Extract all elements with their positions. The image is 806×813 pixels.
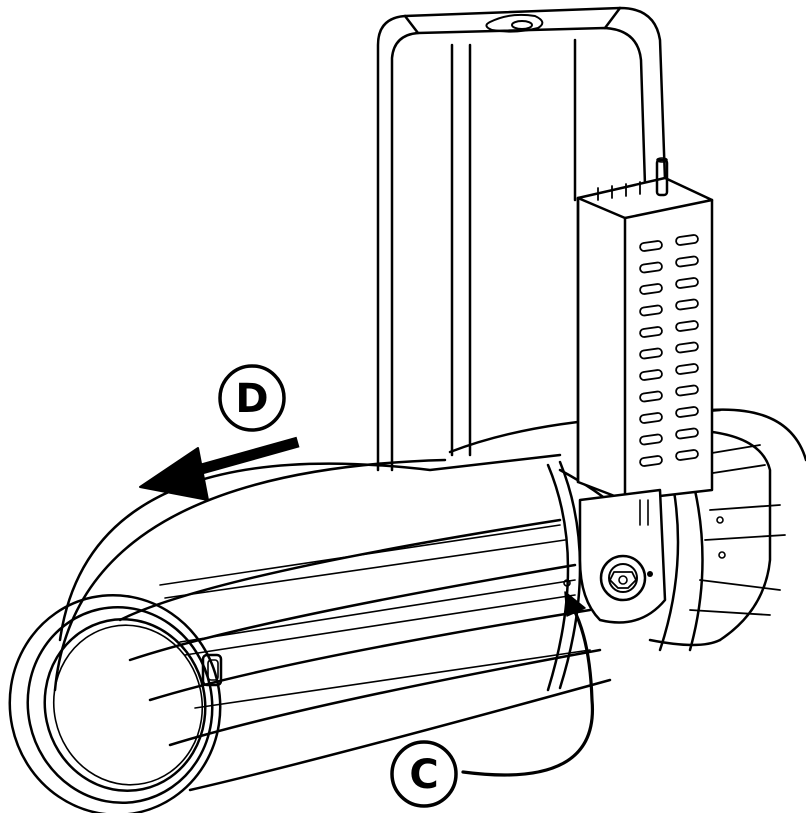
vent-slot bbox=[639, 412, 663, 424]
vent-slot bbox=[675, 255, 699, 268]
vent-slot bbox=[675, 234, 699, 246]
vent-slot bbox=[639, 261, 663, 274]
front-lens bbox=[8, 593, 222, 813]
vent-slot bbox=[639, 240, 663, 252]
vent-slot bbox=[675, 427, 699, 440]
vent-slot bbox=[675, 341, 699, 354]
vent-slot bbox=[639, 455, 663, 467]
vent-slots bbox=[639, 234, 699, 467]
vent-slot bbox=[639, 433, 663, 446]
vent-slot bbox=[675, 277, 699, 289]
vent-slot bbox=[675, 363, 699, 375]
vent-slot bbox=[639, 304, 663, 317]
leader-line-c bbox=[461, 591, 595, 777]
vent-slot bbox=[675, 384, 699, 397]
callout-d-label: D bbox=[235, 376, 268, 422]
pivot-assembly bbox=[578, 488, 667, 624]
vent-slot bbox=[639, 347, 663, 360]
vent-slot bbox=[675, 320, 699, 332]
direction-arrow bbox=[139, 436, 300, 501]
callout-d bbox=[218, 364, 286, 432]
callout-c-label: C bbox=[409, 752, 438, 798]
front-knob bbox=[201, 653, 223, 687]
vent-slot bbox=[639, 326, 663, 338]
vent-slot bbox=[639, 369, 663, 381]
vent-slot bbox=[675, 406, 699, 418]
vent-slot bbox=[639, 283, 663, 295]
yoke-bracket bbox=[376, 6, 667, 472]
vent-slot bbox=[639, 390, 663, 403]
vent-slot bbox=[675, 449, 699, 461]
vent-slot bbox=[675, 298, 699, 311]
callout-c bbox=[390, 740, 458, 808]
